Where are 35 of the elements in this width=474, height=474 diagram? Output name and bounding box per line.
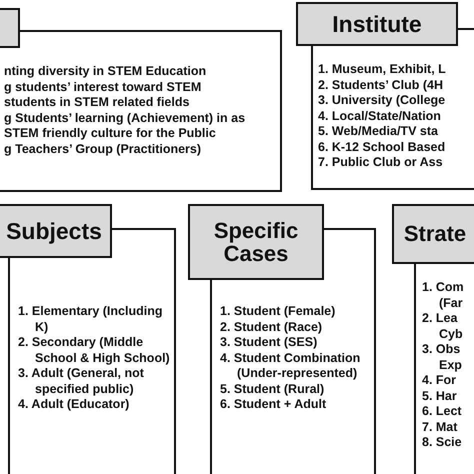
list-item: nting diversity in STEM Education bbox=[4, 64, 208, 80]
list-item: 1. Museum, Exhibit, L bbox=[318, 62, 447, 78]
list-item: 6. K-12 School Based bbox=[318, 140, 446, 155]
list-item: 4. Local/State/Nation bbox=[318, 108, 442, 124]
list-item: g students’ interest toward STEM bbox=[4, 80, 202, 95]
list-item: 3. Student (SES) bbox=[220, 335, 318, 350]
list-item: 1. Elementary (Including K) bbox=[18, 304, 164, 335]
list-item: 2. Secondary (Middle School & High School) bbox=[18, 335, 171, 366]
list-item: students in STEM related fields bbox=[4, 95, 190, 110]
panel-heading: Specific Cases bbox=[188, 204, 324, 280]
panel-heading: Strate bbox=[392, 204, 474, 264]
list-item: 1. Com (Far bbox=[422, 280, 465, 311]
list-item: 7. Mat bbox=[422, 420, 458, 435]
list-item: 6. Student + Adult bbox=[220, 397, 328, 412]
list-item: 2. Lea Cyb bbox=[422, 311, 464, 342]
list-item: 7. Public Club or Ass bbox=[318, 155, 444, 170]
list-item: 3. Adult (General, not specified public) bbox=[18, 366, 145, 397]
list-item: 3. Obs Exp bbox=[422, 342, 463, 373]
list-item: 3. University (College bbox=[318, 93, 446, 108]
list-item: g Students’ learning (Achievement) in as bbox=[4, 110, 246, 126]
list-item: 4. Adult (Educator) bbox=[18, 397, 130, 412]
list-item: 5. Student (Rural) bbox=[220, 382, 326, 397]
list-item: 4. For bbox=[422, 373, 458, 388]
list-item: 8. Scie bbox=[422, 435, 463, 450]
list-item: g Teachers’ Group (Practitioners) bbox=[4, 142, 202, 157]
list-item: 2. Student (Race) bbox=[220, 320, 324, 335]
list-item: 5. Web/Media/TV sta bbox=[318, 124, 439, 140]
panel-heading: Institute bbox=[296, 2, 458, 46]
list-item: 5. Har bbox=[422, 388, 458, 404]
list-item: 1. Student (Female) bbox=[220, 304, 336, 320]
list-item: 6. Lect bbox=[422, 404, 463, 420]
list-item: 4. Student Combination (Under-represented) bbox=[220, 350, 362, 382]
list-item: STEM friendly culture for the Public bbox=[4, 126, 217, 142]
list-item: 2. Students’ Club (4H bbox=[318, 78, 444, 93]
panel-heading: Subjects bbox=[0, 204, 112, 258]
